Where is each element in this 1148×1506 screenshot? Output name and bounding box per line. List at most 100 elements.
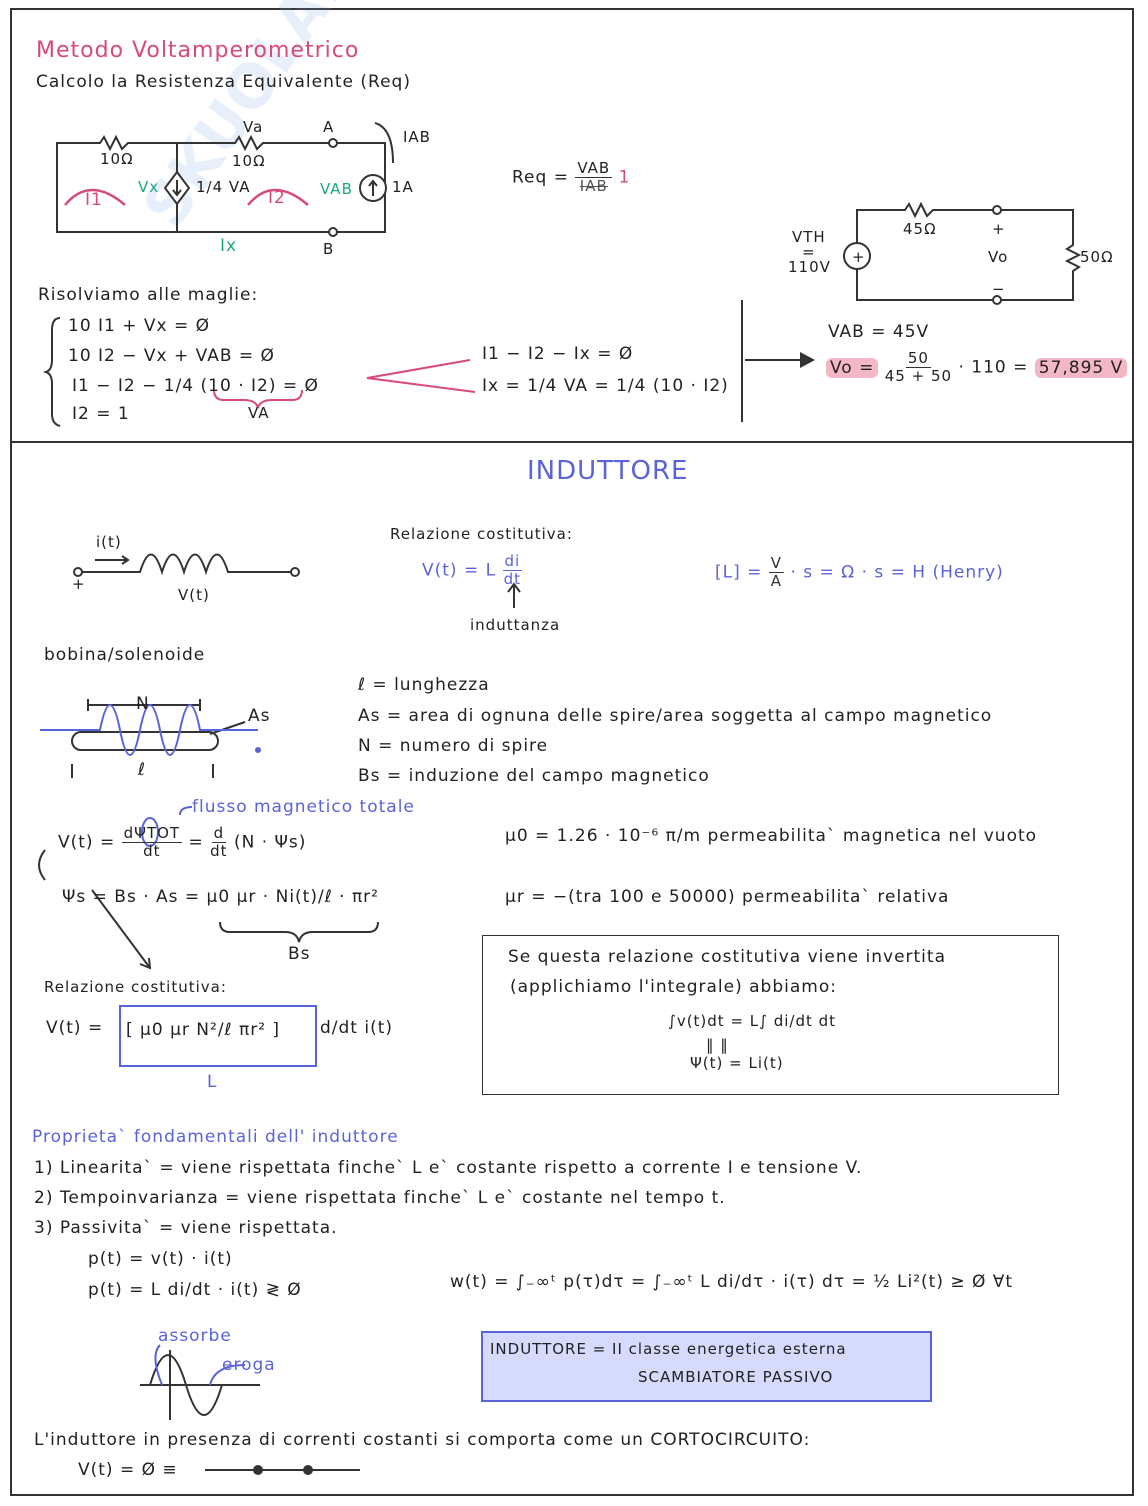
relation2-rest: d/dt i(t)	[320, 1018, 394, 1038]
req-lhs: Req =	[512, 167, 569, 188]
flux-num2: d	[211, 824, 227, 843]
inverted-relation-box	[482, 935, 1059, 1095]
equation: 10 I1 + Vx = Ø	[68, 316, 211, 336]
property-item: 3) Passivita` = viene rispettata.	[34, 1218, 338, 1238]
power-equation: p(t) = L di/dt · i(t) ≷ Ø	[88, 1280, 302, 1300]
solenoid-as-label: As	[248, 706, 271, 726]
node-a-label: A	[323, 118, 335, 136]
flux-lhs: V(t) =	[58, 832, 116, 853]
box-line: Ψ(t) = Li(t)	[690, 1054, 784, 1072]
va-label: Va	[243, 118, 264, 136]
current-source-label: 1A	[392, 178, 414, 196]
side-equation: Ix = 1/4 VA = 1/4 (10 · I2)	[482, 376, 729, 396]
section-divider	[10, 441, 1134, 443]
dc-note: L'induttore in presenza di correnti cost…	[34, 1430, 811, 1450]
units-num: V	[768, 554, 785, 573]
box-line: (applichiamo l'integrale) abbiamo:	[510, 977, 837, 997]
iab-label: IAB	[403, 128, 431, 146]
flux-rest: (N · Ψs)	[233, 832, 307, 853]
vo-plus: +	[992, 220, 1006, 238]
relation2-title: Relazione costitutiva:	[44, 978, 227, 996]
flux-den: dt	[143, 842, 161, 860]
brace-label: VA	[248, 404, 270, 422]
flux-den2: dt	[210, 842, 228, 860]
vo-den: 45 + 50	[884, 367, 953, 385]
equation: I1 − I2 − 1/4 (10 · I2) = Ø	[72, 376, 319, 396]
units-den: A	[770, 572, 783, 590]
equation: 10 I2 − Vx + VAB = Ø	[68, 346, 275, 366]
definition: ℓ = lunghezza	[358, 675, 490, 695]
relation2-lhs: V(t) =	[46, 1018, 104, 1038]
solenoid-title: bobina/solenoide	[44, 645, 206, 665]
vo-mult: · 110 =	[958, 357, 1029, 378]
voltage-label: V(t)	[178, 586, 210, 604]
req-den: IAB	[579, 177, 608, 195]
vo-num: 50	[905, 349, 931, 368]
dc-equation: V(t) = Ø ≡	[78, 1460, 178, 1480]
power-equation: p(t) = v(t) · i(t)	[88, 1249, 233, 1269]
vth-source-sign: +	[852, 248, 866, 266]
units-lhs: [L] =	[715, 562, 763, 583]
class-box-line: SCAMBIATORE PASSIVO	[638, 1368, 834, 1386]
property-item: 2) Tempoinvarianza = viene rispettata fi…	[34, 1188, 726, 1208]
equation: I2 = 1	[72, 404, 130, 424]
ix-label: Ix	[220, 236, 238, 256]
class-box	[481, 1331, 932, 1402]
relation-l: L	[485, 560, 497, 581]
vab-result: VAB = 45V	[828, 322, 930, 342]
mesh-current-i1: I1	[85, 190, 103, 210]
dependent-source-label: 1/4 VA	[196, 178, 251, 196]
resistor-label: 50Ω	[1080, 248, 1114, 266]
relation-title: Relazione costitutiva:	[390, 525, 573, 543]
vo-lhs: Vo =	[826, 357, 879, 378]
box-line: ‖ ‖	[706, 1036, 729, 1054]
plus-sign: +	[72, 575, 86, 593]
side-equation: I1 − I2 − Ix = Ø	[482, 344, 634, 364]
definition: As = area di ognuna delle spire/area sog…	[358, 706, 993, 726]
resistor-label: 10Ω	[232, 152, 266, 170]
vab-label: VAB	[320, 180, 353, 198]
vth-value: 110V	[788, 258, 831, 276]
wave-absorbs-label: assorbe	[158, 1326, 232, 1346]
relation2-boxed: [ μ0 μr N²/ℓ πr² ]	[126, 1020, 281, 1040]
vth-label: VTH	[792, 228, 826, 246]
subtitle: Calcolo la Resistenza Equivalente (Req)	[36, 72, 411, 92]
flux-mid: =	[188, 832, 204, 853]
inductance-box	[119, 1005, 317, 1067]
resistor-label: 10Ω	[100, 150, 134, 168]
vx-label: Vx	[138, 178, 160, 196]
vo-result: 57,895 V	[1034, 357, 1128, 378]
section-title: Metodo Voltamperometrico	[36, 38, 360, 63]
flux-note: flusso magnetico totale	[192, 797, 415, 817]
inductance-label: induttanza	[470, 616, 561, 634]
mur-definition: μr = −(tra 100 e 50000) permeabilita` re…	[505, 887, 950, 907]
section-title: INDUTTORE	[527, 456, 689, 486]
current-label: i(t)	[96, 533, 122, 551]
relation-den: dt	[503, 570, 522, 588]
relation2-l: L	[207, 1072, 218, 1092]
relation-lhs: V(t) =	[422, 560, 480, 581]
page-frame	[10, 8, 1134, 1496]
box-line: Se questa relazione costitutiva viene in…	[508, 947, 946, 967]
flux-num: dΨTOT	[121, 824, 183, 843]
vth-eq: =	[802, 243, 816, 261]
class-box-line: INDUTTORE = II classe energetica esterna	[490, 1340, 847, 1358]
property-item: 1) Linearita` = viene rispettata finche`…	[34, 1158, 863, 1178]
mesh-current-i2: I2	[268, 188, 286, 208]
solenoid-l-label: ℓ	[138, 760, 147, 780]
wave-delivers-label: eroga	[222, 1355, 276, 1375]
mu0-definition: μ0 = 1.26 · 10⁻⁶ π/m permeabilita` magne…	[505, 826, 1038, 846]
resistor-label: 45Ω	[903, 220, 937, 238]
circuit-diagram	[42, 122, 1082, 427]
units-rest: · s = Ω · s = H (Henry)	[790, 562, 1004, 583]
solenoid-n-label: N	[136, 694, 150, 714]
mesh-title: Risolviamo alle maglie:	[38, 285, 259, 305]
vo-minus: −	[992, 280, 1006, 298]
psi-equation: Ψs = Bs · As = μ0 μr · Ni(t)/ℓ · πr²	[62, 887, 379, 907]
